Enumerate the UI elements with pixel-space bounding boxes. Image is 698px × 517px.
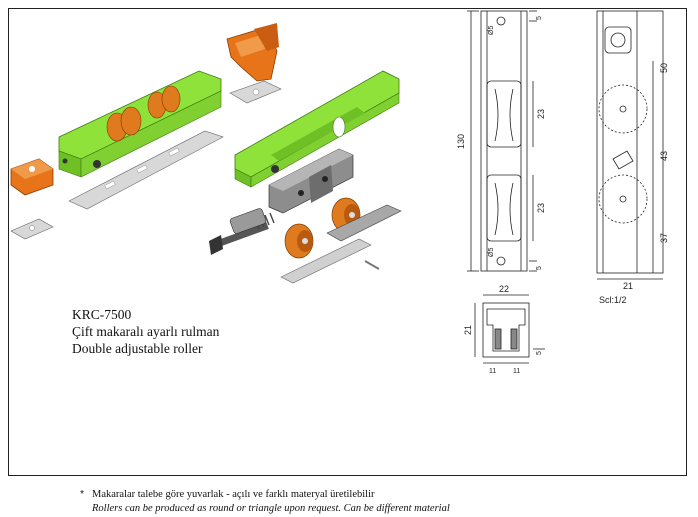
footnote: * Makaralar talebe göre yuvarlak - açılı …	[80, 487, 450, 516]
green-housing-right	[234, 70, 400, 188]
metal-bracket	[268, 148, 354, 214]
green-housing-left	[58, 70, 222, 178]
dim-end-offset: 5	[536, 351, 543, 355]
dim-end-left: 11	[489, 368, 496, 375]
dim-top-offset: 5	[536, 16, 543, 20]
orange-bracket-left	[10, 158, 54, 196]
product-code: KRC-7500	[72, 307, 132, 322]
dim-side-width: 21	[623, 281, 633, 291]
orange-bracket-top	[226, 23, 279, 82]
dim-roller-b: 23	[536, 203, 546, 213]
footnote-text-tr: Makaralar talebe göre yuvarlak - açılı v…	[92, 489, 375, 500]
front-view	[467, 10, 537, 272]
dim-bottom-offset: 5	[536, 266, 543, 270]
product-name-en: Double adjustable roller	[72, 341, 203, 356]
adjusting-bolt	[209, 208, 275, 255]
drawing-frame: 130 23 23 5 5 Ø5 Ø5 50 43 37 21 Scl:1/2	[8, 8, 687, 476]
scale-label: Scl:1/2	[599, 295, 627, 305]
dim-side-bottom: 37	[659, 233, 669, 243]
axle-plate	[326, 204, 402, 242]
base-plate-right	[280, 238, 372, 284]
dim-total-height: 130	[456, 134, 466, 149]
dim-end-width: 22	[499, 284, 509, 294]
dim-side-mid: 43	[659, 151, 669, 161]
end-view	[474, 294, 545, 364]
roller-wheel-left	[284, 223, 314, 259]
product-name-tr: Çift makaralı ayarlı rulman	[72, 324, 220, 339]
hole-label-bottom: Ø5	[488, 248, 495, 257]
base-plate-left	[68, 130, 224, 210]
product-caption: KRC-7500 Çift makaralı ayarlı rulman Dou…	[72, 306, 219, 357]
dim-end-right: 11	[513, 368, 520, 375]
footnote-en: Rollers can be produced as round or tria…	[92, 503, 450, 514]
footnote-marker: *	[80, 488, 85, 500]
dim-end-height: 21	[463, 325, 473, 335]
footnote-tr: * Makaralar talebe göre yuvarlak - açılı …	[80, 487, 450, 502]
technical-illustration: 130 23 23 5 5 Ø5 Ø5 50 43 37 21 Scl:1/2	[10, 10, 669, 375]
dim-roller-a: 23	[536, 109, 546, 119]
dim-side-top: 50	[659, 63, 669, 73]
side-view	[596, 10, 664, 280]
hole-label-top: Ø5	[488, 26, 495, 35]
